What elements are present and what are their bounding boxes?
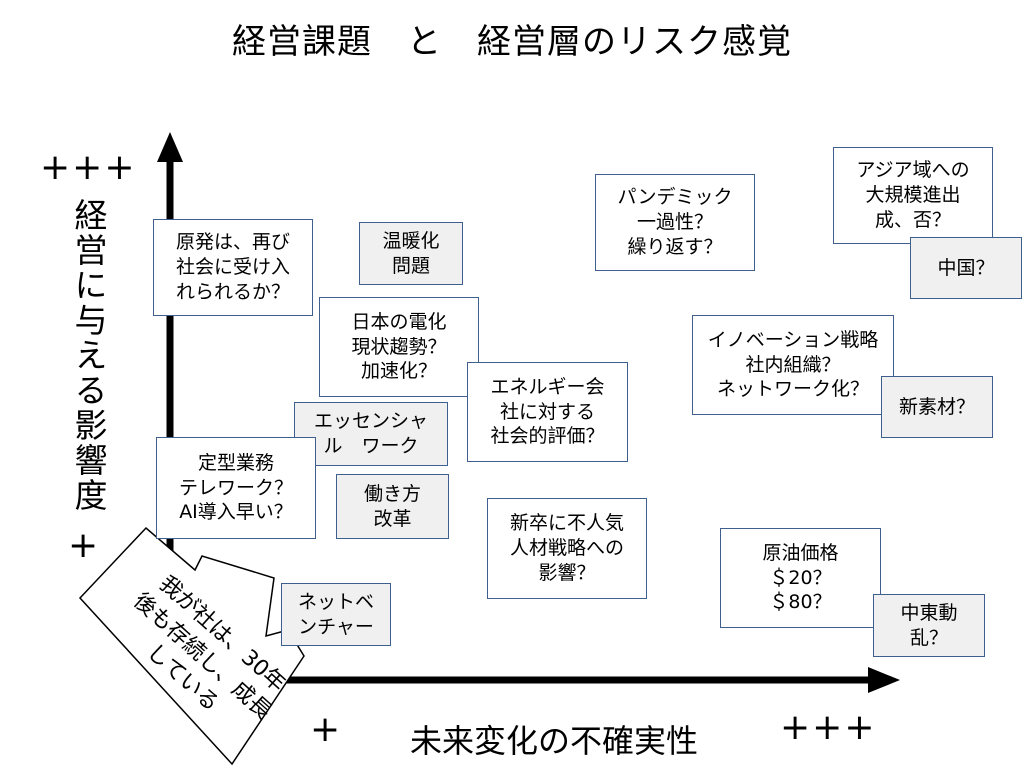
- box-genpatsu: 原発は、再び 社会に受け入 れられるか？: [153, 219, 313, 316]
- box-denka: 日本の電化 現状趨勢？ 加速化？: [319, 297, 479, 397]
- box-hatarakikata: 働き方 改革: [336, 474, 449, 539]
- box-genyu: 原油価格 ＄20？ ＄80？: [720, 528, 881, 628]
- callout-shape: [78, 526, 305, 766]
- x-axis-high-marker: +++: [780, 707, 877, 748]
- y-axis-label: 経営に与える影響度: [69, 198, 108, 513]
- box-shinsotsu: 新卒に不人気 人材戦略への 影響？: [487, 498, 647, 599]
- box-ondanka: 温暖化 問題: [359, 222, 463, 285]
- x-axis-label: 未来変化の不確実性: [410, 722, 699, 760]
- y-axis-low-marker: +: [68, 525, 101, 566]
- box-asia: アジア域への 大規模進出 成、否？: [833, 147, 993, 244]
- box-essential: エッセンシャ ル ワーク: [294, 402, 448, 466]
- box-china: 中国？: [910, 237, 1022, 299]
- box-energy: エネルギー会 社に対する 社会的評価？: [467, 362, 628, 462]
- page-title: 経営課題 と 経営層のリスク感覚: [232, 22, 792, 62]
- box-chuto: 中東動 乱？: [873, 594, 985, 657]
- box-venture: ネットベ ンチャー: [281, 583, 391, 646]
- box-innovation: イノベーション戦略 社内組織？ ネットワーク化？: [692, 315, 894, 415]
- box-pandemic: パンデミック 一過性？ 繰り返す？: [595, 174, 755, 271]
- y-axis-arrowhead: [157, 132, 183, 162]
- x-axis-low-marker: +: [310, 709, 343, 750]
- box-teikei: 定型業務 テレワーク？ AI導入早い？: [156, 437, 316, 539]
- box-shinsozai: 新素材？: [881, 376, 993, 438]
- x-axis-arrowhead: [868, 667, 900, 693]
- y-axis-high-marker: +++: [40, 147, 137, 188]
